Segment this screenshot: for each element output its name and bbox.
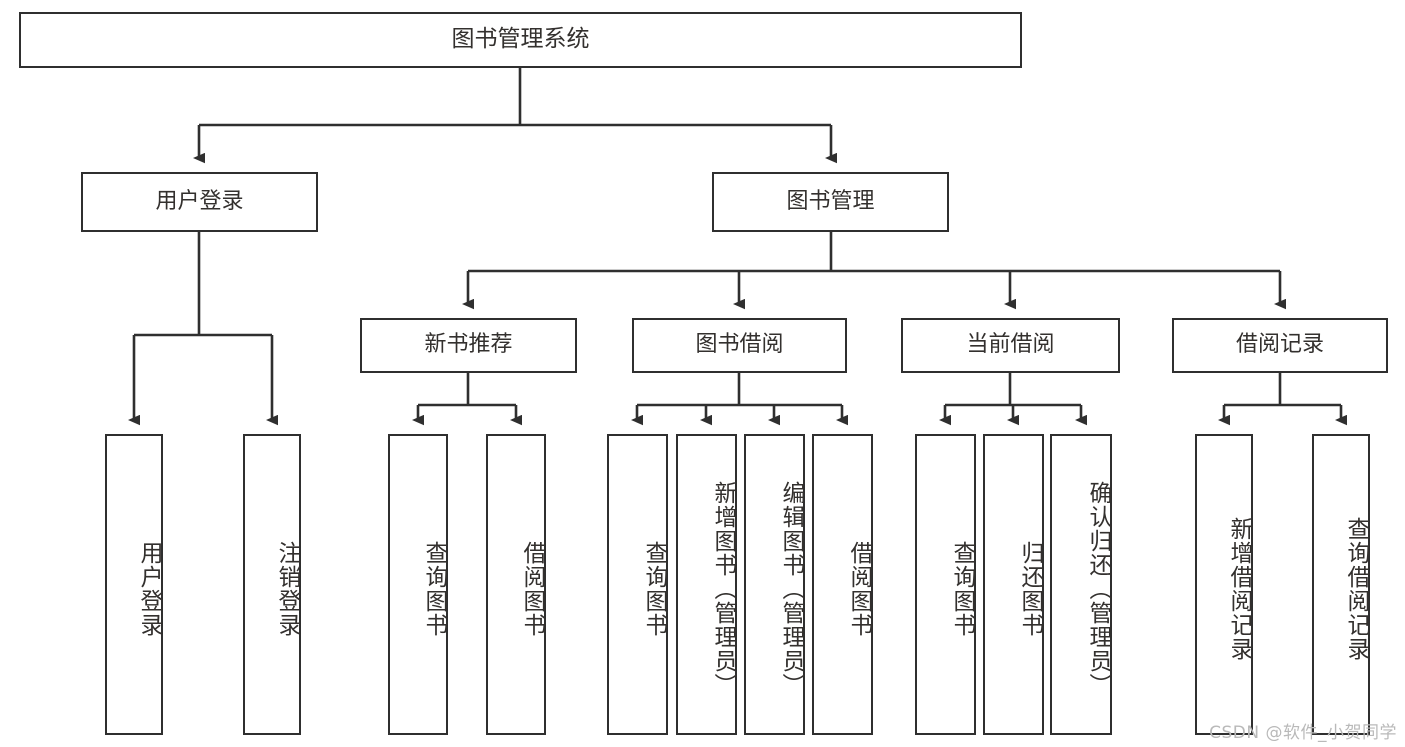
node-new-book-recommend-label: 新书推荐 [424, 332, 513, 358]
node-leaf-confirm-return-admin[interactable]: 确认归还（管理员） [1050, 434, 1112, 735]
node-book-borrow-label: 图书借阅 [695, 332, 784, 358]
node-leaf-add-book-admin[interactable]: 新增图书（管理员） [676, 434, 737, 735]
node-leaf-return-book-label: 归还图书 [1017, 540, 1043, 637]
node-leaf-query-book-borrow-label: 查询图书 [641, 540, 667, 637]
node-leaf-query-book-current[interactable]: 查询图书 [915, 434, 976, 735]
node-leaf-query-book-current-label: 查询图书 [949, 540, 975, 637]
node-current-borrow[interactable]: 当前借阅 [901, 318, 1120, 373]
node-leaf-return-book[interactable]: 归还图书 [983, 434, 1044, 735]
node-leaf-add-borrow-record[interactable]: 新增借阅记录 [1195, 434, 1253, 735]
node-leaf-logout-label: 注销登录 [274, 540, 300, 637]
node-user-login[interactable]: 用户登录 [81, 172, 318, 232]
node-current-borrow-label: 当前借阅 [966, 332, 1055, 358]
node-leaf-confirm-return-admin-label: 确认归还（管理员） [1085, 480, 1111, 697]
node-root-label: 图书管理系统 [451, 26, 590, 53]
node-leaf-add-borrow-record-label: 新增借阅记录 [1226, 516, 1252, 661]
node-leaf-query-borrow-record[interactable]: 查询借阅记录 [1312, 434, 1370, 735]
node-leaf-query-book-recommend-label: 查询图书 [421, 540, 447, 637]
node-root[interactable]: 图书管理系统 [19, 12, 1022, 68]
node-leaf-edit-book-admin-label: 编辑图书（管理员） [778, 480, 804, 697]
node-leaf-user-login-label: 用户登录 [136, 540, 162, 637]
node-leaf-borrow-book-label: 借阅图书 [846, 540, 872, 637]
node-book-borrow[interactable]: 图书借阅 [632, 318, 847, 373]
node-leaf-query-book-recommend[interactable]: 查询图书 [388, 434, 448, 735]
node-user-login-label: 用户登录 [155, 188, 244, 214]
node-borrow-record[interactable]: 借阅记录 [1172, 318, 1388, 373]
node-leaf-borrow-book-recommend[interactable]: 借阅图书 [486, 434, 546, 735]
node-leaf-user-login[interactable]: 用户登录 [105, 434, 163, 735]
node-leaf-query-book-borrow[interactable]: 查询图书 [607, 434, 668, 735]
node-book-management[interactable]: 图书管理 [712, 172, 949, 232]
node-leaf-logout[interactable]: 注销登录 [243, 434, 301, 735]
node-leaf-query-borrow-record-label: 查询借阅记录 [1343, 516, 1369, 661]
node-leaf-add-book-admin-label: 新增图书（管理员） [710, 480, 736, 697]
node-new-book-recommend[interactable]: 新书推荐 [360, 318, 577, 373]
node-leaf-edit-book-admin[interactable]: 编辑图书（管理员） [744, 434, 805, 735]
node-leaf-borrow-book-recommend-label: 借阅图书 [519, 540, 545, 637]
watermark: CSDN @软件_小贺同学 [1209, 723, 1397, 743]
node-book-management-label: 图书管理 [786, 188, 875, 214]
node-leaf-borrow-book[interactable]: 借阅图书 [812, 434, 873, 735]
node-borrow-record-label: 借阅记录 [1235, 332, 1324, 358]
